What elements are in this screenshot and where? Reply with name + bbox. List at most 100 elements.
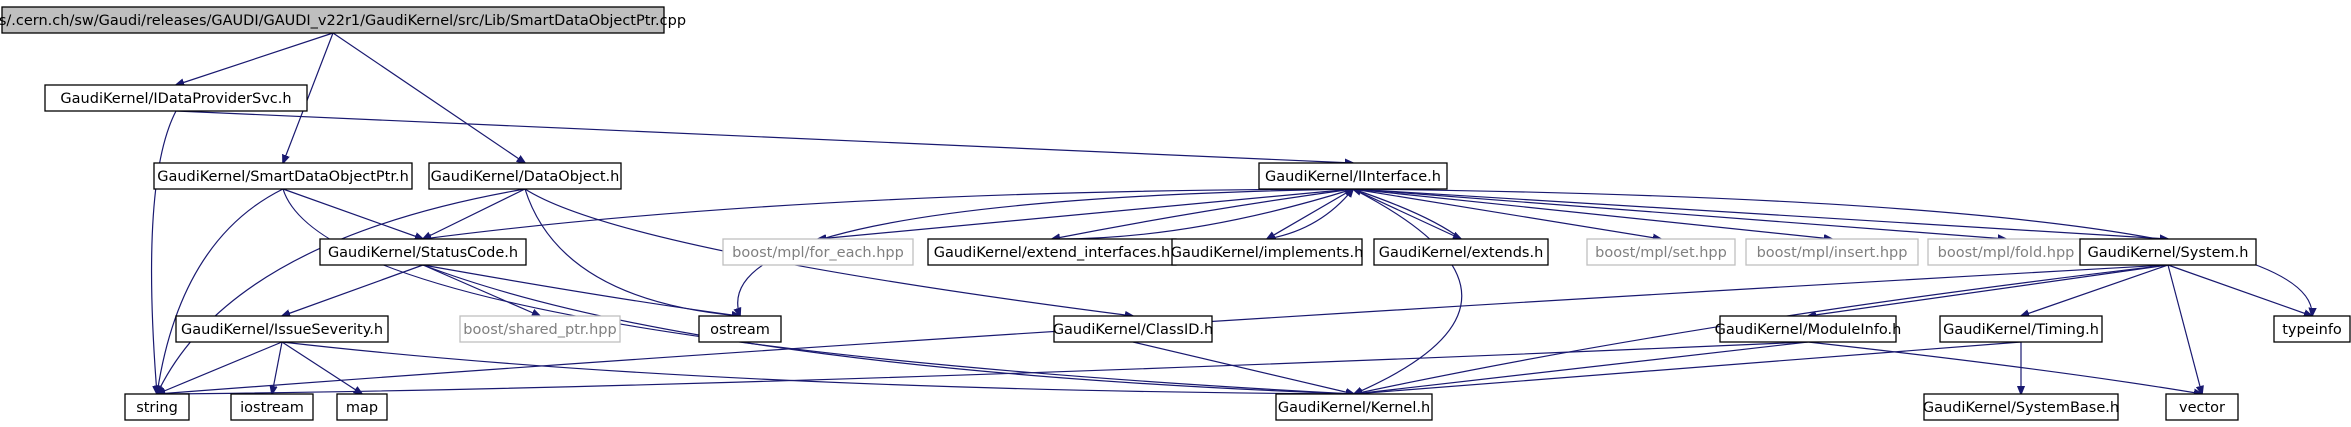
node-label-fold: boost/mpl/fold.hpp: [1938, 245, 2075, 261]
node-ostream[interactable]: ostream: [698, 315, 782, 343]
node-label-shared_ptr: boost/shared_ptr.hpp: [463, 322, 616, 338]
edge-idataprovidersvc-to-string: [150, 110, 177, 394]
node-root[interactable]: /afs/.cern.ch/sw/Gaudi/releases/GAUDI/GA…: [0, 6, 686, 34]
node-idataprovidersvc[interactable]: GaudiKernel/IDataProviderSvc.h: [44, 84, 308, 112]
edge-moduleinfo-to-kernel: [1354, 341, 1809, 394]
node-for_each[interactable]: boost/mpl/for_each.hpp: [722, 238, 914, 266]
node-timing[interactable]: GaudiKernel/Timing.h: [1939, 315, 2103, 343]
node-label-dataobject: GaudiKernel/DataObject.h: [431, 169, 620, 185]
edges-layer: [150, 32, 2313, 394]
edge-iinterface-to-insert: [1352, 188, 1832, 239]
node-box-string: [124, 393, 190, 421]
edge-root-to-smartdataobjectptr: [283, 32, 334, 163]
edge-smartdataobjectptr-to-kernel: [282, 188, 1354, 394]
edge-iinterface-to-system: [1352, 188, 2168, 239]
edge-iinterface-to-extends: [1352, 188, 1461, 239]
edge-moduleinfo-to-string: [157, 341, 1809, 394]
node-label-classid: GaudiKernel/ClassID.h: [1053, 322, 1213, 338]
edge-statuscode-to-kernel: [422, 264, 1354, 394]
edge-idataprovidersvc-to-iinterface: [175, 110, 1353, 163]
node-shared_ptr[interactable]: boost/shared_ptr.hpp: [459, 315, 621, 343]
edge-iinterface-to-kernel: [1353, 188, 1463, 394]
node-label-insert: boost/mpl/insert.hpp: [1757, 245, 1908, 261]
node-label-kernel: GaudiKernel/Kernel.h: [1278, 400, 1430, 416]
node-box-extend_interfaces: [927, 238, 1177, 266]
edge-dataobject-to-string: [157, 188, 526, 394]
node-set[interactable]: boost/mpl/set.hpp: [1586, 238, 1736, 266]
edge-statuscode-to-issueseverity: [282, 264, 424, 316]
node-label-typeinfo: typeinfo: [2282, 322, 2342, 338]
edge-system-to-timing: [2021, 264, 2169, 316]
node-kernel[interactable]: GaudiKernel/Kernel.h: [1275, 393, 1433, 421]
node-label-statuscode: GaudiKernel/StatusCode.h: [328, 245, 518, 261]
edge-timing-to-kernel: [1354, 341, 2022, 394]
edge-iinterface-to-ostream: [738, 188, 1354, 316]
edge-smartdataobjectptr-to-string: [157, 188, 284, 394]
edge-system-to-moduleinfo: [1808, 264, 2169, 316]
node-vector[interactable]: vector: [2165, 393, 2239, 421]
node-typeinfo[interactable]: typeinfo: [2273, 315, 2351, 343]
edge-classid-to-kernel: [1132, 341, 1354, 394]
node-box-classid: [1053, 315, 1213, 343]
node-label-string: string: [136, 400, 178, 416]
node-string[interactable]: string: [124, 393, 190, 421]
edge-iinterface-to-set: [1352, 188, 1661, 239]
edge-iinterface-to-typeinfo: [1352, 188, 2312, 316]
node-label-idataprovidersvc: GaudiKernel/IDataProviderSvc.h: [60, 91, 291, 107]
node-moduleinfo[interactable]: GaudiKernel/ModuleInfo.h: [1715, 315, 1902, 343]
edge-iinterface-to-fold: [1352, 188, 2006, 239]
node-iinterface[interactable]: GaudiKernel/IInterface.h: [1258, 162, 1448, 190]
edge-iinterface-to-implements: [1267, 188, 1354, 239]
edge-dataobject-to-statuscode: [423, 188, 526, 239]
edge-root-to-idataprovidersvc: [176, 32, 334, 85]
node-extend_interfaces[interactable]: GaudiKernel/extend_interfaces.h: [927, 238, 1177, 266]
node-label-map: map: [346, 400, 378, 416]
node-box-iinterface: [1258, 162, 1448, 190]
edge-iinterface-to-statuscode: [423, 188, 1354, 239]
edge-system-to-vector: [2167, 264, 2202, 394]
edge-issueseverity-to-string: [157, 341, 283, 394]
node-iostream[interactable]: iostream: [230, 393, 314, 421]
edge-issueseverity-to-kernel: [281, 341, 1354, 394]
node-issueseverity[interactable]: GaudiKernel/IssueSeverity.h: [175, 315, 389, 343]
node-box-shared_ptr: [459, 315, 621, 343]
node-box-dataobject: [428, 162, 622, 190]
node-box-ostream: [698, 315, 782, 343]
node-box-moduleinfo: [1719, 315, 1897, 343]
edge-issueseverity-to-map: [281, 341, 362, 394]
node-box-for_each: [722, 238, 914, 266]
node-label-vector: vector: [2179, 400, 2225, 416]
node-insert[interactable]: boost/mpl/insert.hpp: [1745, 238, 1919, 266]
node-systembase[interactable]: GaudiKernel/SystemBase.h: [1923, 393, 2119, 421]
node-box-idataprovidersvc: [44, 84, 308, 112]
node-label-smartdataobjectptr: GaudiKernel/SmartDataObjectPtr.h: [157, 169, 409, 185]
node-label-ostream: ostream: [710, 322, 770, 338]
edge-implements-to-iinterface: [1266, 189, 1353, 240]
node-label-iinterface: GaudiKernel/IInterface.h: [1265, 169, 1441, 185]
edge-dataobject-to-ostream: [524, 188, 740, 316]
node-dataobject[interactable]: GaudiKernel/DataObject.h: [428, 162, 622, 190]
node-classid[interactable]: GaudiKernel/ClassID.h: [1053, 315, 1213, 343]
node-implements[interactable]: GaudiKernel/implements.h: [1171, 238, 1364, 266]
node-box-timing: [1939, 315, 2103, 343]
edge-root-to-dataobject: [332, 32, 525, 163]
node-label-iostream: iostream: [240, 400, 304, 416]
node-smartdataobjectptr[interactable]: GaudiKernel/SmartDataObjectPtr.h: [153, 162, 413, 190]
node-label-system: GaudiKernel/System.h: [2088, 245, 2249, 261]
node-label-systembase: GaudiKernel/SystemBase.h: [1923, 400, 2119, 416]
node-label-moduleinfo: GaudiKernel/ModuleInfo.h: [1715, 322, 1902, 338]
edge-system-to-typeinfo: [2167, 264, 2312, 316]
node-box-systembase: [1923, 393, 2119, 421]
node-label-extend_interfaces: GaudiKernel/extend_interfaces.h: [934, 245, 1171, 261]
node-box-system: [2079, 238, 2257, 266]
node-box-insert: [1745, 238, 1919, 266]
node-map[interactable]: map: [336, 393, 388, 421]
node-system[interactable]: GaudiKernel/System.h: [2079, 238, 2257, 266]
edge-iinterface-to-extend_interfaces: [1052, 188, 1354, 239]
edge-statuscode-to-shared_ptr: [422, 264, 540, 316]
node-extends[interactable]: GaudiKernel/extends.h: [1373, 238, 1549, 266]
node-statuscode[interactable]: GaudiKernel/StatusCode.h: [319, 238, 527, 266]
node-fold[interactable]: boost/mpl/fold.hpp: [1927, 238, 2085, 266]
